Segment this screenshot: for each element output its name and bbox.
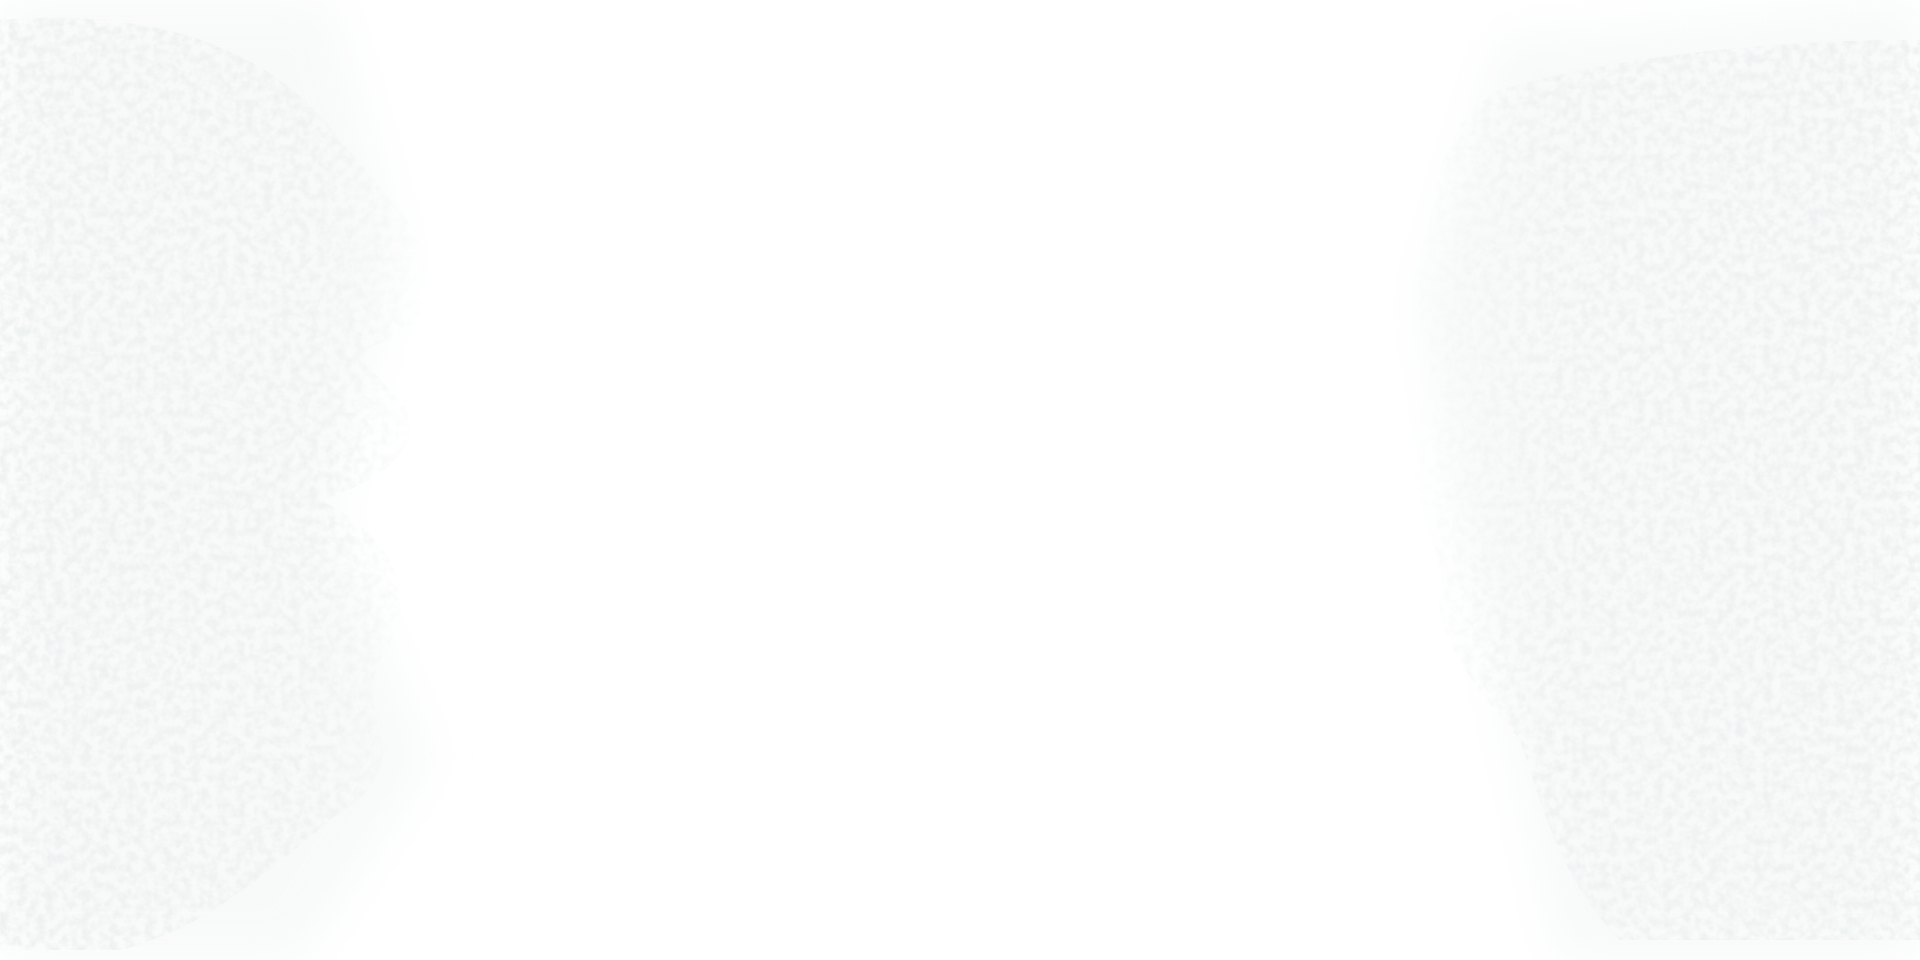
left-grunge-band	[0, 17, 438, 950]
right-grunge-band	[1401, 40, 1920, 940]
